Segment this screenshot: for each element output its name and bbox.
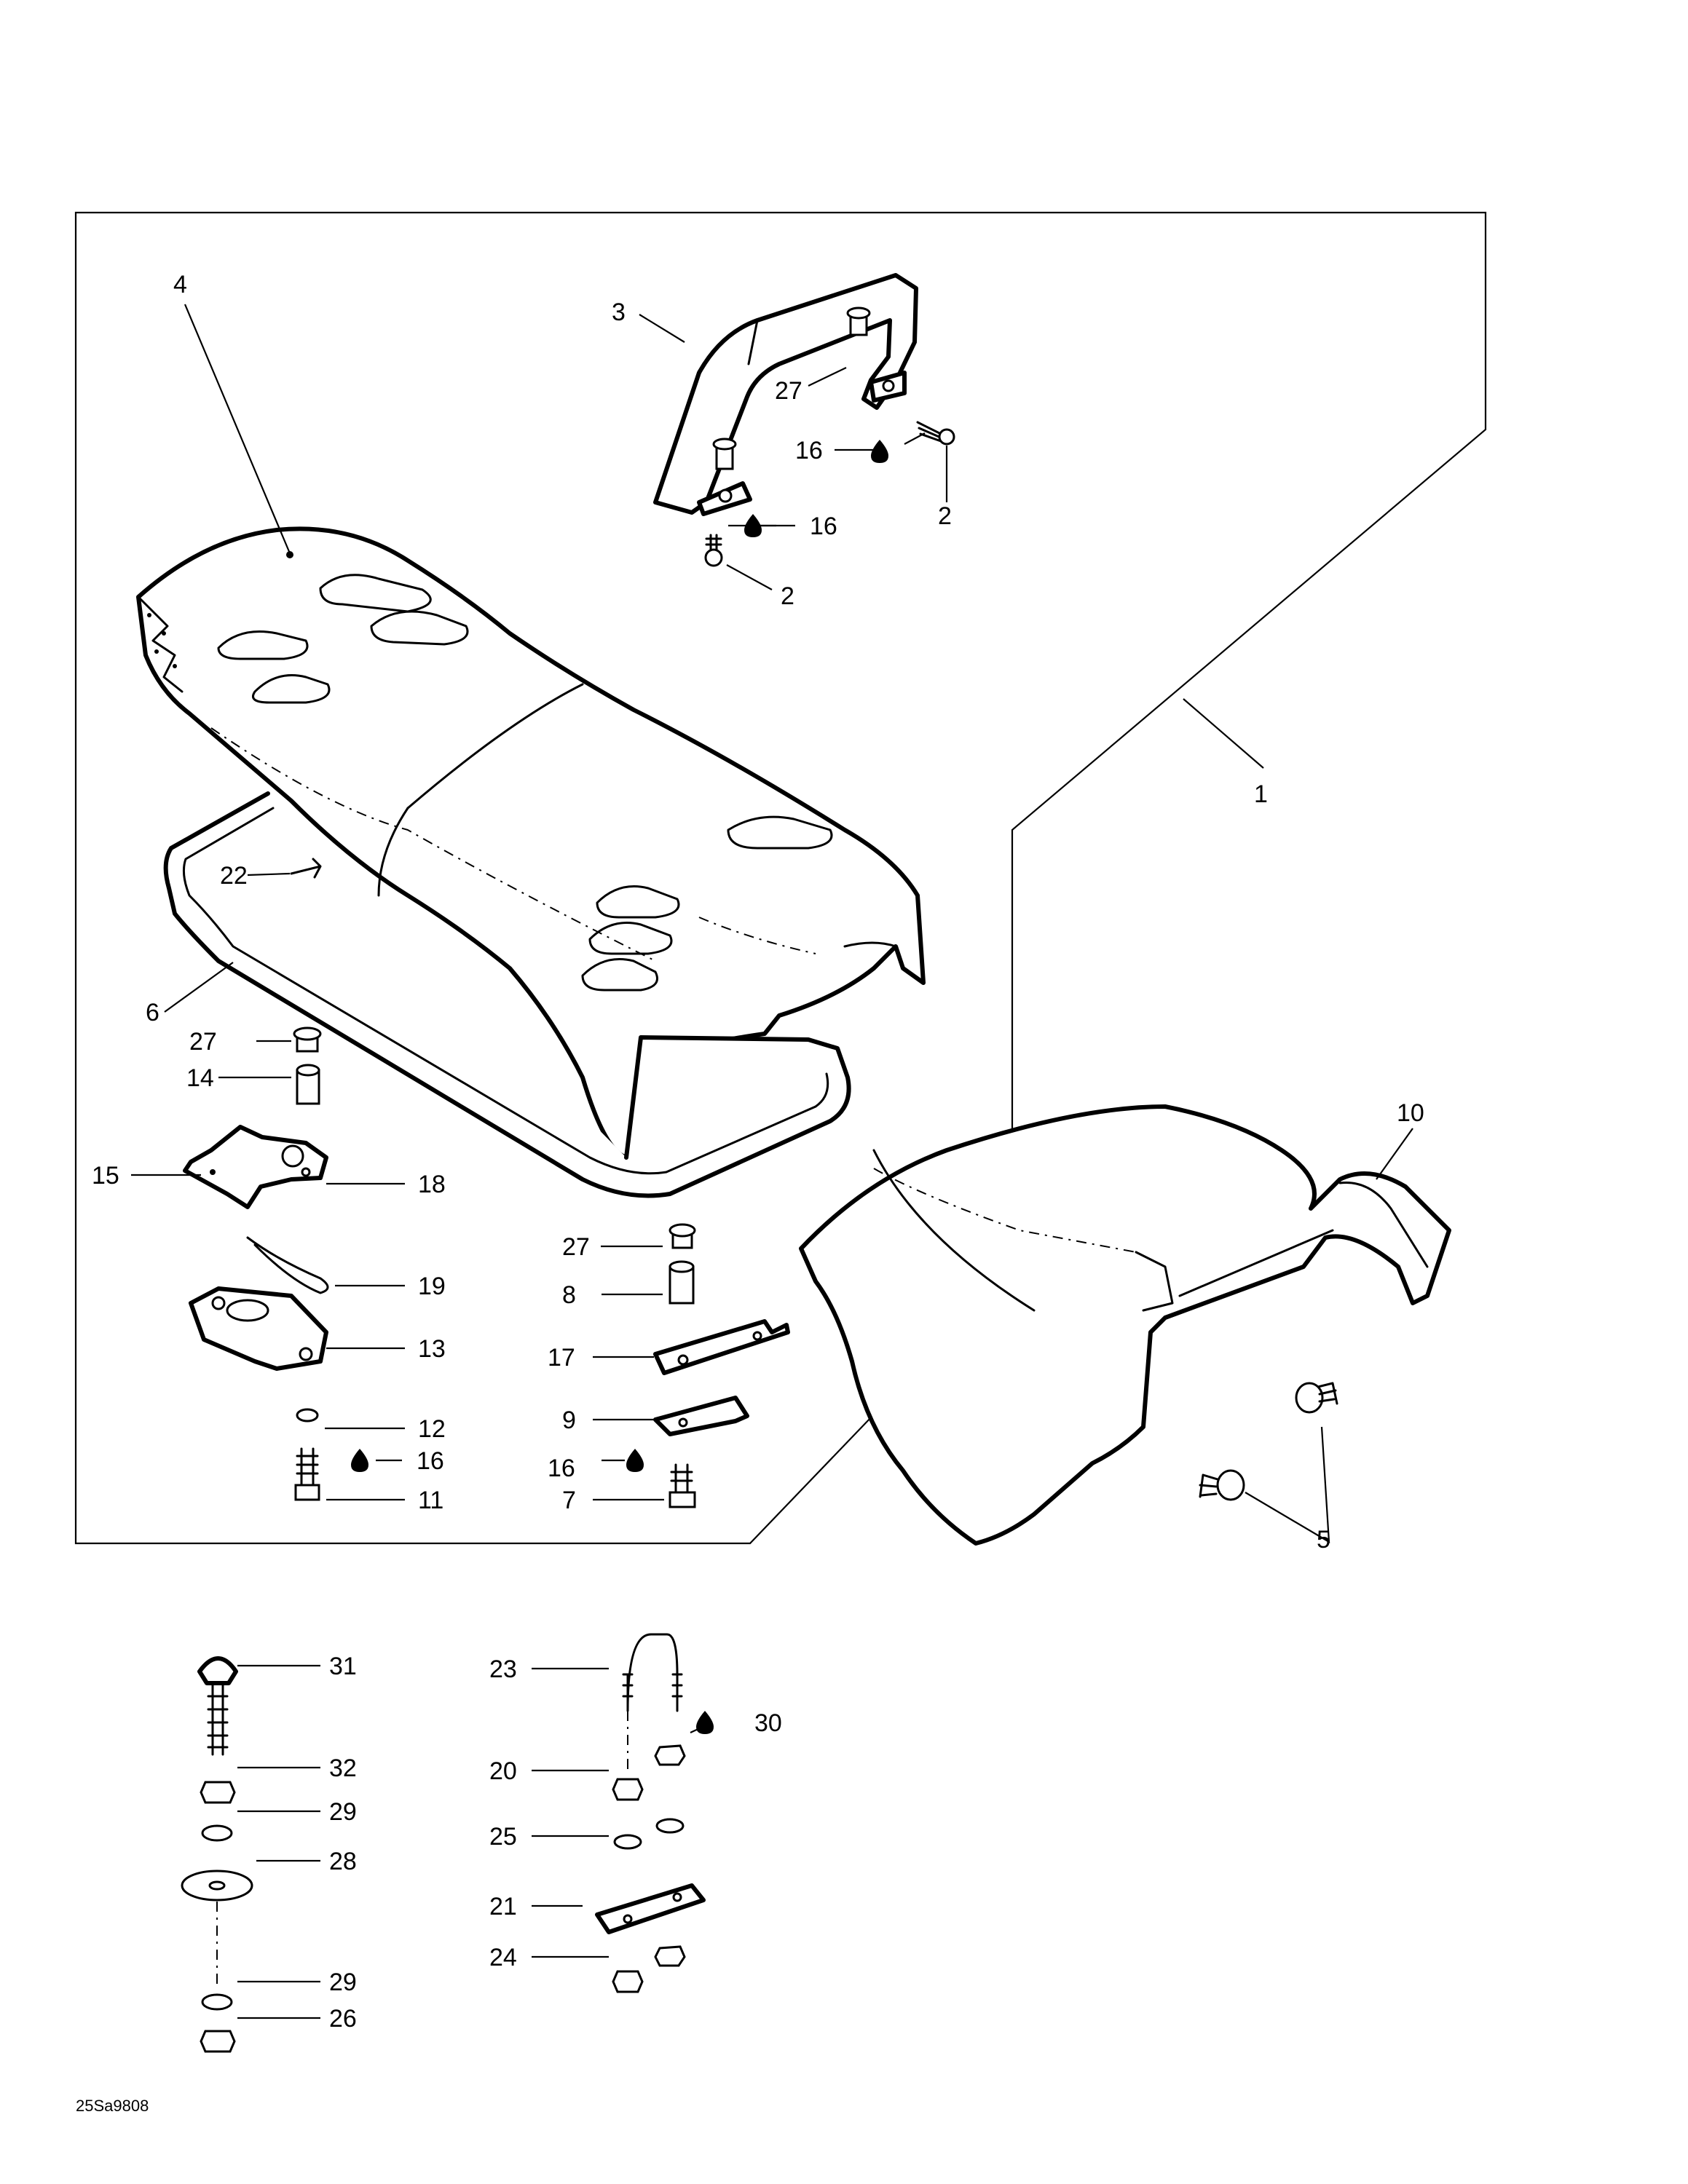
callout-30: 30: [754, 1709, 782, 1737]
callout-11: 11: [418, 1487, 443, 1514]
callout-4: 4: [173, 271, 187, 298]
callout-26: 26: [329, 2005, 357, 2033]
callout-16: 16: [810, 513, 837, 540]
callout-5: 5: [1317, 1526, 1330, 1554]
u-bolt-hardware-stack: [595, 1633, 706, 1993]
seat-cover-part: [136, 526, 926, 1160]
callout-14: 14: [186, 1064, 214, 1092]
callout-20: 20: [489, 1757, 517, 1785]
callout-19: 19: [418, 1273, 446, 1300]
callout-27: 27: [562, 1233, 590, 1261]
callout-8: 8: [562, 1281, 576, 1309]
callout-16: 16: [417, 1447, 444, 1475]
diagram-code: 25Sa9808: [76, 2097, 149, 2115]
callout-10: 10: [1397, 1099, 1424, 1127]
callout-12: 12: [418, 1415, 446, 1443]
callout-6: 6: [146, 999, 159, 1026]
callout-29: 29: [329, 1969, 357, 1996]
callout-17: 17: [548, 1344, 575, 1372]
push-rivets-part: [1199, 1382, 1338, 1501]
latch-hardware-stack: [183, 1026, 329, 1501]
leader-lines: [131, 304, 1413, 2019]
seat-cushion-part: [799, 1104, 1451, 1546]
callout-24: 24: [489, 1944, 517, 1971]
callout-18: 18: [418, 1171, 446, 1198]
callout-27: 27: [775, 377, 802, 405]
loctite-drop-icon: [351, 440, 888, 1734]
callout-29: 29: [329, 1798, 357, 1826]
callout-23: 23: [489, 1655, 517, 1683]
callout-21: 21: [489, 1893, 517, 1920]
callout-31: 31: [329, 1653, 357, 1680]
callout-22: 22: [220, 862, 248, 890]
callout-25: 25: [489, 1823, 517, 1851]
callout-9: 9: [562, 1406, 576, 1434]
bolt-hardware-stack: [181, 1656, 253, 2053]
callout-2: 2: [938, 502, 952, 530]
callout-3: 3: [612, 298, 626, 326]
callout-7: 7: [562, 1487, 576, 1514]
callout-16: 16: [795, 437, 823, 464]
callout-16: 16: [548, 1455, 575, 1482]
callout-27: 27: [189, 1028, 217, 1056]
callout-1: 1: [1254, 780, 1268, 808]
callout-15: 15: [92, 1162, 119, 1190]
seat-base-part: [163, 791, 851, 1198]
grab-handle-part: [653, 273, 955, 567]
callout-13: 13: [418, 1335, 446, 1363]
callout-28: 28: [329, 1848, 357, 1875]
callout-labels: 1 2 2 3 4 5 6 7 8 9 10 11 12 13 14 15 16…: [92, 271, 1424, 2033]
callout-32: 32: [329, 1754, 357, 1782]
callout-2: 2: [781, 582, 794, 610]
striker-hardware-stack: [653, 1223, 790, 1508]
